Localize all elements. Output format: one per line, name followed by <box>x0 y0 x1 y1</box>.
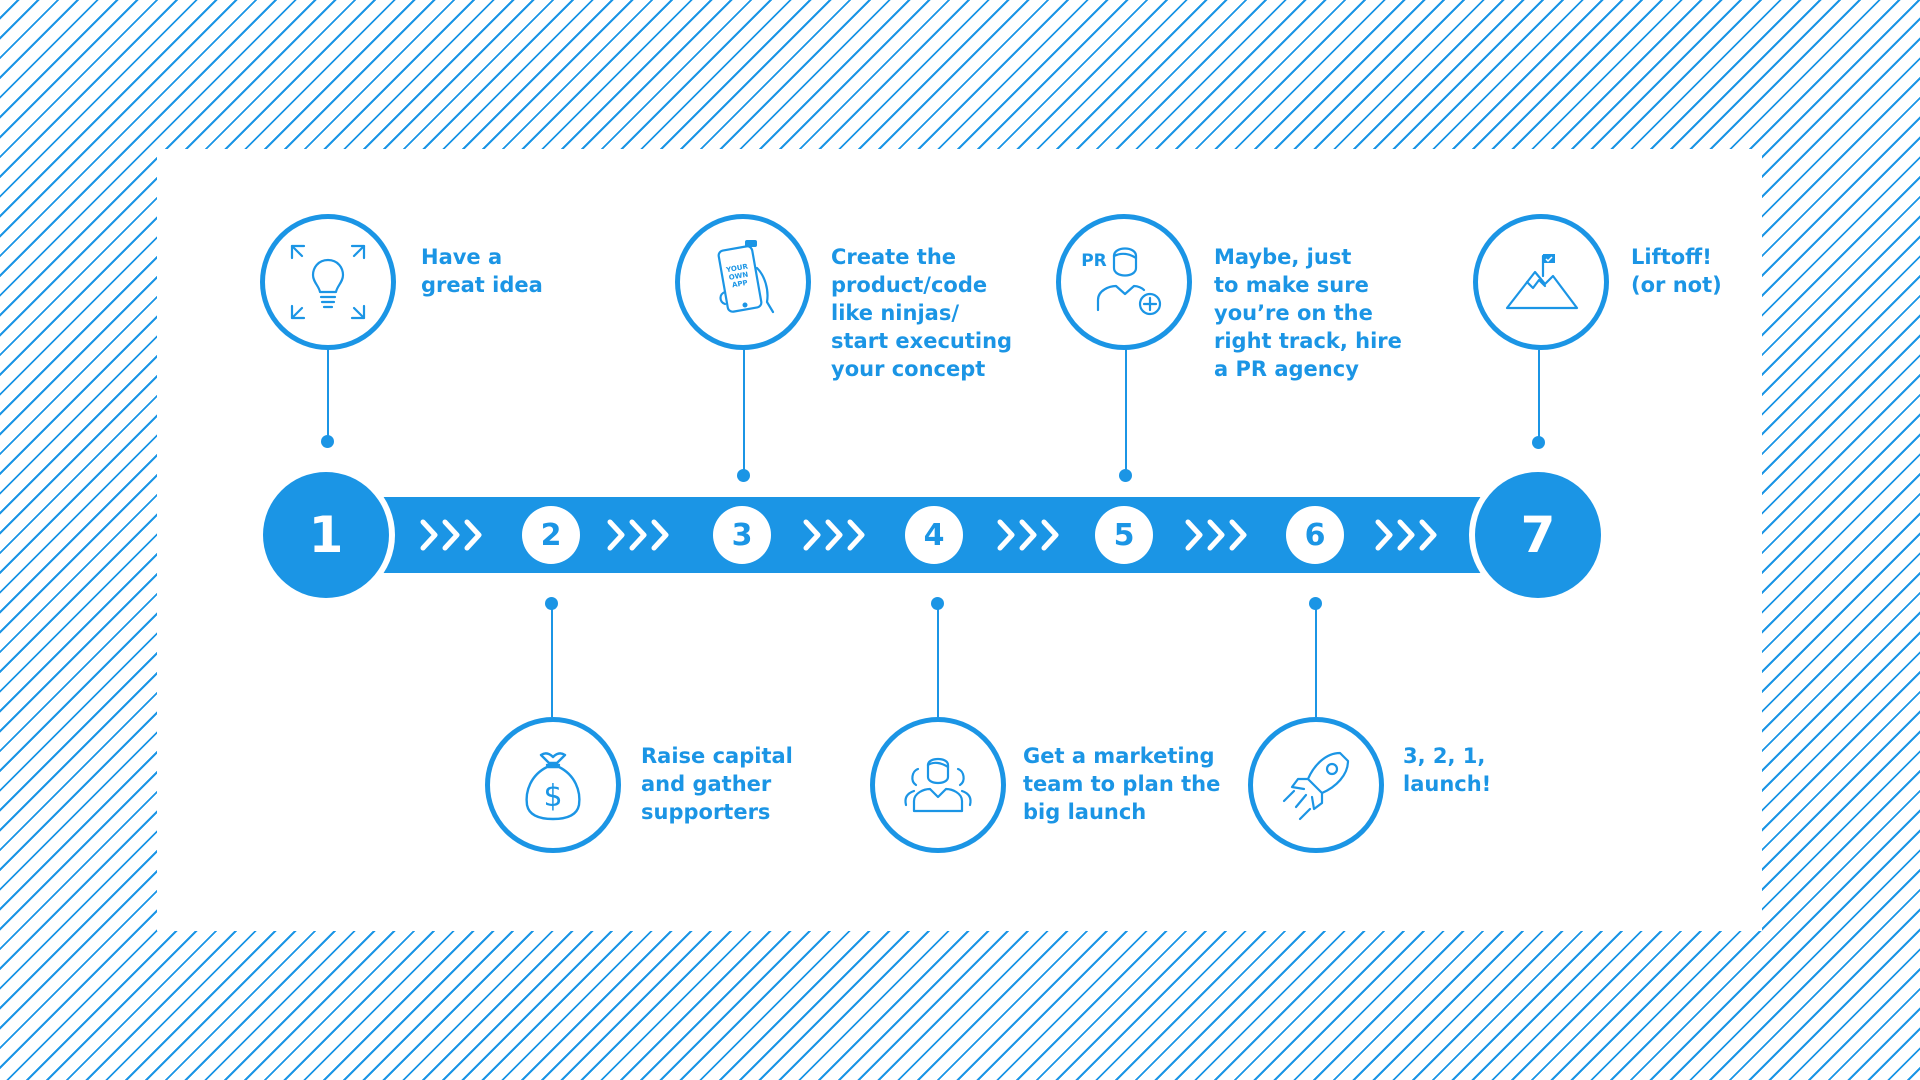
step-3-label: Create the product/code like ninjas/ sta… <box>831 243 1012 383</box>
phone-app-text-1: YOUR <box>725 262 749 274</box>
phone-app-text-2: OWN <box>728 271 749 282</box>
step-5-icon-circle: PR <box>1056 214 1192 350</box>
step-1-connector <box>327 347 329 441</box>
step-2-label-line: supporters <box>641 800 771 824</box>
step-2-label: Raise capital and gather supporters <box>641 742 793 826</box>
step-6-label-line: 3, 2, 1, <box>1403 744 1486 768</box>
step-5-label-line: to make sure <box>1214 273 1369 297</box>
step-5-label-line: a PR agency <box>1214 357 1359 381</box>
step-5-connector <box>1125 347 1127 473</box>
step-4-label: Get a marketing team to plan the big lau… <box>1023 742 1220 826</box>
step-3-label-line: start executing <box>831 329 1013 353</box>
step-1-icon-circle <box>260 214 396 350</box>
step-2-icon-circle: $ <box>485 717 621 853</box>
step-2-circle: 2 <box>522 506 580 564</box>
step-6-circle: 6 <box>1286 506 1344 564</box>
step-3-label-line: your concept <box>831 357 986 381</box>
step-7-label-line: (or not) <box>1631 273 1722 297</box>
step-3-connector-dot <box>737 469 750 482</box>
step-1-connector-dot <box>321 435 334 448</box>
pr-text: PR <box>1081 251 1107 271</box>
step-6-label-line: launch! <box>1403 772 1492 796</box>
step-3-label-line: like ninjas/ <box>831 301 959 325</box>
step-6-icon-circle <box>1248 717 1384 853</box>
step-6-label: 3, 2, 1, launch! <box>1403 742 1491 798</box>
step-5-label-line: Maybe, just <box>1214 245 1352 269</box>
step-4-icon-circle <box>870 717 1006 853</box>
step-2-connector <box>551 603 553 717</box>
step-5-connector-dot <box>1119 469 1132 482</box>
step-5-circle: 5 <box>1095 506 1153 564</box>
step-3-circle: 3 <box>713 506 771 564</box>
step-1-label-line: great idea <box>421 273 543 297</box>
step-7-connector-dot <box>1532 436 1545 449</box>
step-7-label: Liftoff! (or not) <box>1631 243 1722 299</box>
rocket-icon <box>1282 751 1350 821</box>
step-2-label-line: and gather <box>641 772 772 796</box>
step-3-icon-circle: YOUR OWN APP <box>675 214 811 350</box>
step-3-label-line: Create the <box>831 245 957 269</box>
chevron-arrows-icon <box>597 510 687 560</box>
step-7-connector <box>1538 350 1540 440</box>
step-3-label-line: product/code <box>831 273 988 297</box>
step-4-label-line: big launch <box>1023 800 1147 824</box>
step-7-circle: 7 <box>1475 472 1601 598</box>
step-1-label-line: Have a <box>421 245 503 269</box>
step-4-circle: 4 <box>905 506 963 564</box>
step-4-label-line: Get a marketing <box>1023 744 1215 768</box>
step-4-label-line: team to plan the <box>1023 772 1221 796</box>
step-5-label: Maybe, just to make sure you’re on the r… <box>1214 243 1402 383</box>
step-7-label-line: Liftoff! <box>1631 245 1712 269</box>
step-7-icon-circle <box>1473 214 1609 350</box>
svg-text:$: $ <box>543 779 562 814</box>
phone-app-text-3: APP <box>731 279 748 290</box>
step-5-label-line: you’re on the <box>1214 301 1373 325</box>
chevron-arrows-icon <box>987 510 1077 560</box>
chevron-arrows-icon <box>1365 510 1455 560</box>
money-bag-icon: $ <box>525 752 581 821</box>
step-3-connector <box>743 347 745 473</box>
chevron-arrows-icon <box>793 510 883 560</box>
chevron-arrows-icon <box>410 510 500 560</box>
mountain-flag-icon <box>1505 254 1579 310</box>
step-5-label-line: right track, hire <box>1214 329 1402 353</box>
step-6-connector <box>1315 603 1317 717</box>
chevron-arrows-icon <box>1175 510 1265 560</box>
pr-person-icon: PR <box>1081 247 1162 316</box>
step-4-connector <box>937 603 939 717</box>
phone-app-icon: YOUR OWN APP <box>717 240 775 314</box>
step-2-label-line: Raise capital <box>641 744 793 768</box>
lightbulb-icon <box>290 244 366 320</box>
step-1-label: Have a great idea <box>421 243 543 299</box>
team-icon <box>904 757 972 813</box>
step-1-circle: 1 <box>263 472 389 598</box>
